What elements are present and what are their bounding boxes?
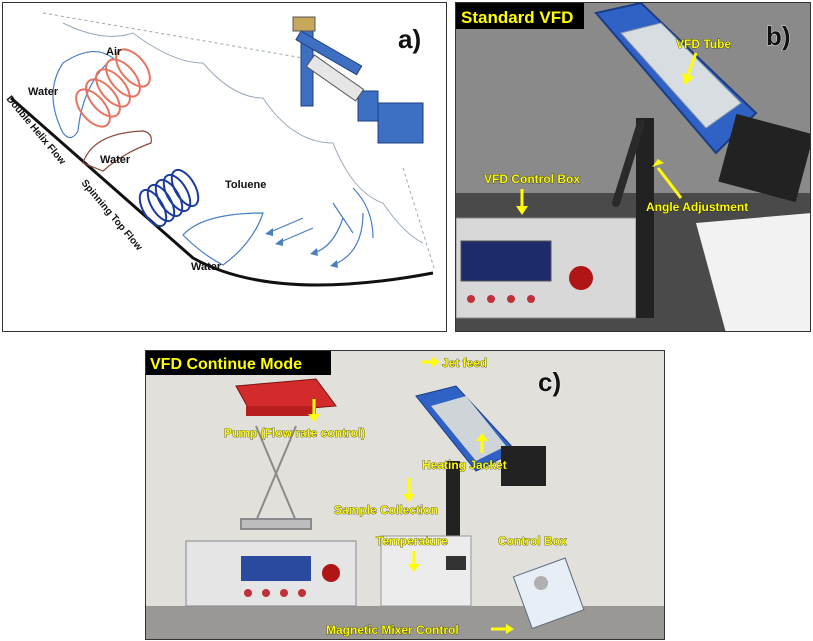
arrow-angle-adjustment xyxy=(656,167,683,199)
arrowhead-sample-collection xyxy=(403,494,415,502)
arrowhead-heating-jacket xyxy=(476,433,488,441)
free-surface xyxy=(62,22,424,244)
magnetic-mixer xyxy=(512,557,585,630)
panel-c-tag: c) xyxy=(538,367,561,397)
label-vfd-tube: VFD Tube xyxy=(676,37,731,51)
vfd-head-c xyxy=(415,385,546,541)
panel-b-title-box xyxy=(456,3,584,29)
tube-wall xyxy=(10,96,434,287)
vfd-control-box xyxy=(456,217,637,319)
label-double-helix: Double Helix Flow xyxy=(4,94,68,167)
arrowhead-temperature xyxy=(408,564,420,572)
vfd-device-icon xyxy=(292,16,424,144)
label-water-top: Water xyxy=(28,86,59,98)
arrowhead-jet-feed xyxy=(432,357,440,367)
label-magnetic-mixer: Magnetic Mixer Control xyxy=(326,623,459,637)
vfd-control-box-c xyxy=(185,540,357,607)
panel-c-title-box xyxy=(146,351,331,375)
label-water-bottom: Water xyxy=(191,261,222,273)
tube-outline-top xyxy=(42,12,304,59)
panel-a-tag: a) xyxy=(398,24,421,54)
label-angle-adjustment: Angle Adjustment xyxy=(646,200,748,214)
panel-b-photo: Standard VFD b) VFD Tube VFD Control Box… xyxy=(455,2,811,332)
label-heating-jacket: Heating Jacket xyxy=(422,458,507,472)
arrowhead-magnetic-mixer xyxy=(506,624,514,634)
panel-c-title: VFD Continue Mode xyxy=(150,356,302,373)
panel-a-diagram: a) Air Water Water Toluene Water Double … xyxy=(2,2,447,332)
flow-schematic: a) Air Water Water Toluene Water Double … xyxy=(4,12,436,287)
arrow-vfd-tube xyxy=(686,52,698,76)
arrowhead-vfd-tube xyxy=(682,73,694,85)
arrowhead-pump xyxy=(308,414,320,422)
label-control-box-c: Control Box xyxy=(498,534,567,548)
label-jet-feed: Jet feed xyxy=(442,356,487,370)
temperature-control-box xyxy=(380,535,472,607)
lab-jack xyxy=(240,425,312,530)
spinning-top-blue xyxy=(138,168,200,228)
standard-vfd-photo: Standard VFD b) VFD Tube VFD Control Box… xyxy=(456,3,810,331)
label-air: Air xyxy=(106,46,122,58)
label-control-box-b: VFD Control Box xyxy=(484,172,580,186)
cloth xyxy=(696,213,810,331)
arrowhead-control-box-b xyxy=(516,206,528,215)
water-pocket-top xyxy=(52,51,114,139)
flow-arrowheads xyxy=(265,228,338,268)
pump xyxy=(235,378,337,416)
label-pump: Pump (Flow rate control) xyxy=(224,426,365,440)
label-water-middle: Water xyxy=(100,154,131,166)
label-toluene: Toluene xyxy=(225,179,266,191)
tube-outline-right xyxy=(402,167,436,272)
panel-c-photo: VFD Continue Mode c) Jet feed Pump (Flow… xyxy=(145,350,665,640)
continuous-vfd-photo: VFD Continue Mode c) Jet feed Pump (Flow… xyxy=(146,351,664,639)
label-spinning-top: Spinning Top Flow xyxy=(79,178,145,253)
water-pocket-middle xyxy=(82,130,152,172)
water-pocket-bottom xyxy=(182,212,264,266)
vfd-head xyxy=(594,3,810,207)
arrowhead-angle-adjustment xyxy=(652,159,664,167)
label-temperature: Temperature xyxy=(376,534,448,548)
double-helix-red xyxy=(75,48,151,128)
panel-b-tag: b) xyxy=(766,21,791,51)
flow-arrows xyxy=(267,187,374,266)
panel-b-title: Standard VFD xyxy=(461,8,573,27)
stand xyxy=(636,118,654,318)
label-sample-collection: Sample Collection xyxy=(334,503,438,517)
